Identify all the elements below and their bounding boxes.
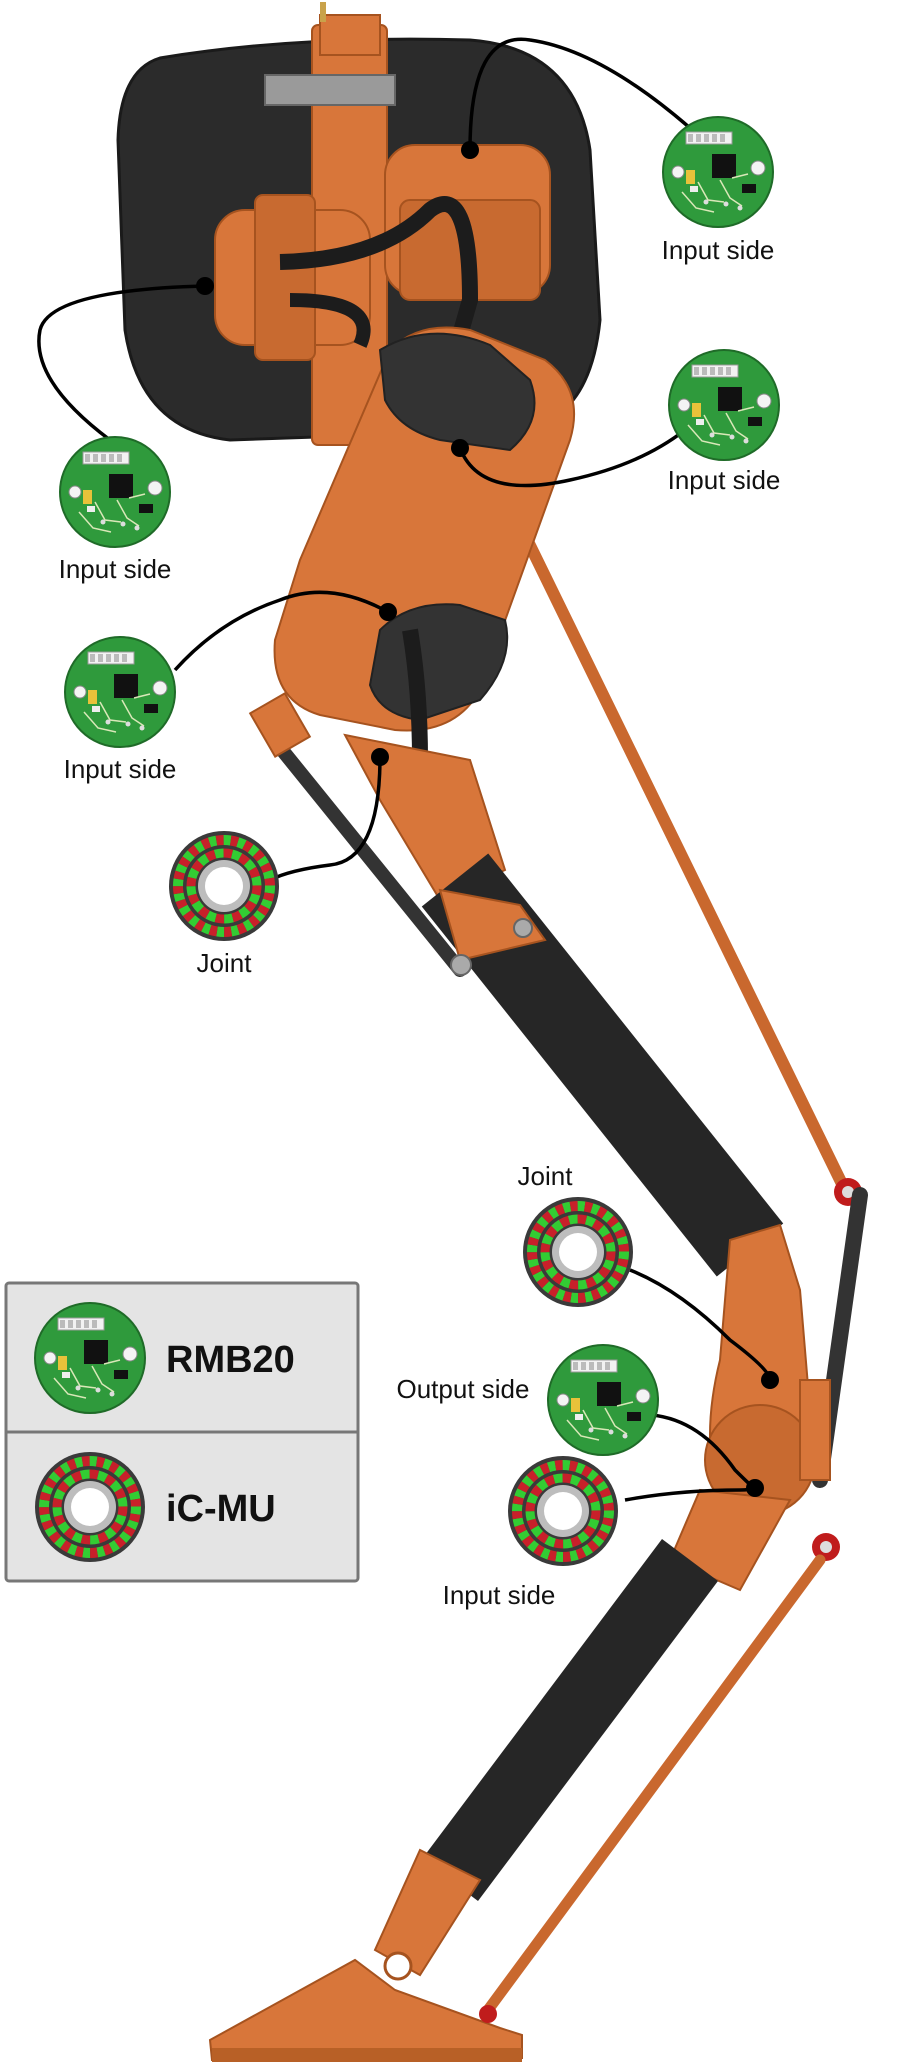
label-input-side-hip-top: Input side xyxy=(662,235,775,265)
icmu-magnetic-ring-icon xyxy=(523,1197,633,1307)
legend-rmb20-icon xyxy=(35,1303,145,1413)
legend-rmb20-label: RMB20 xyxy=(166,1339,295,1381)
rmb20-encoder-board-icon xyxy=(548,1345,658,1455)
label-input-side-hip-rear: Input side xyxy=(668,465,781,495)
label-output-side: Output side xyxy=(397,1374,530,1404)
label-input-side-knee-lower: Input side xyxy=(443,1580,556,1610)
foot xyxy=(210,1960,522,2060)
rmb20-encoder-board-icon xyxy=(65,637,175,747)
icmu-magnetic-ring-icon xyxy=(169,831,279,941)
rmb20-encoder-board-icon xyxy=(669,350,779,460)
label-joint-knee-upper: Joint xyxy=(197,948,253,978)
label-input-side-knee-motor: Input side xyxy=(64,754,177,784)
icmu-magnetic-ring-icon xyxy=(508,1456,618,1566)
legend: RMB20 iC-MU xyxy=(6,1283,358,1581)
label-input-side-hip-left: Input side xyxy=(59,554,172,584)
legend-icmu-label: iC-MU xyxy=(166,1488,276,1530)
label-joint-knee: Joint xyxy=(518,1161,574,1191)
rmb20-encoder-board-icon xyxy=(663,117,773,227)
legend-icmu-icon xyxy=(35,1452,145,1562)
rmb20-encoder-board-icon xyxy=(60,437,170,547)
